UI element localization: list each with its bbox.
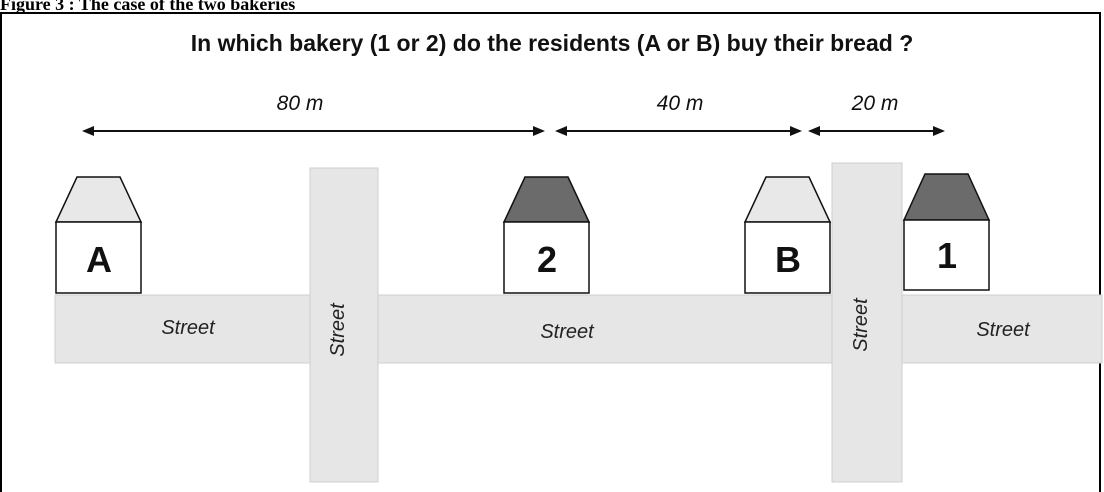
cross-street-right	[831, 162, 903, 483]
house-a: A	[54, 176, 143, 294]
question-title: In which bakery (1 or 2) do the resident…	[190, 30, 914, 56]
bakery-2-body	[503, 221, 590, 294]
bakery-1: 1	[902, 173, 991, 291]
bakery-1-roof	[902, 173, 991, 221]
bakery-2: 2	[502, 176, 591, 294]
house-b: B	[743, 176, 832, 294]
bakery-1-label: 1	[937, 235, 957, 276]
house-a-roof	[54, 176, 143, 223]
street-label-5: Street	[976, 319, 1031, 341]
distance-label-40: 40 m	[657, 92, 704, 115]
house-a-body	[55, 221, 142, 294]
figure-caption: Figure 3 : The case of the two bakeries	[0, 0, 296, 14]
bakery-2-roof	[502, 176, 591, 223]
house-b-label: B	[775, 239, 801, 280]
distance-label-80: 80 m	[277, 92, 324, 115]
street-label-2: Street	[327, 302, 349, 357]
street-label-4: Street	[850, 297, 872, 352]
cross-street-left	[309, 167, 379, 483]
house-b-roof	[743, 176, 832, 223]
figure-frame	[0, 12, 1101, 492]
house-a-label: A	[86, 239, 112, 280]
bakery-2-label: 2	[537, 239, 557, 280]
main-street	[54, 294, 1103, 364]
house-b-body	[744, 221, 831, 294]
bakery-1-body	[903, 219, 990, 291]
street-label-3: Street	[540, 321, 595, 343]
street-label-1: Street	[161, 317, 216, 339]
distance-label-20: 20 m	[851, 92, 899, 115]
